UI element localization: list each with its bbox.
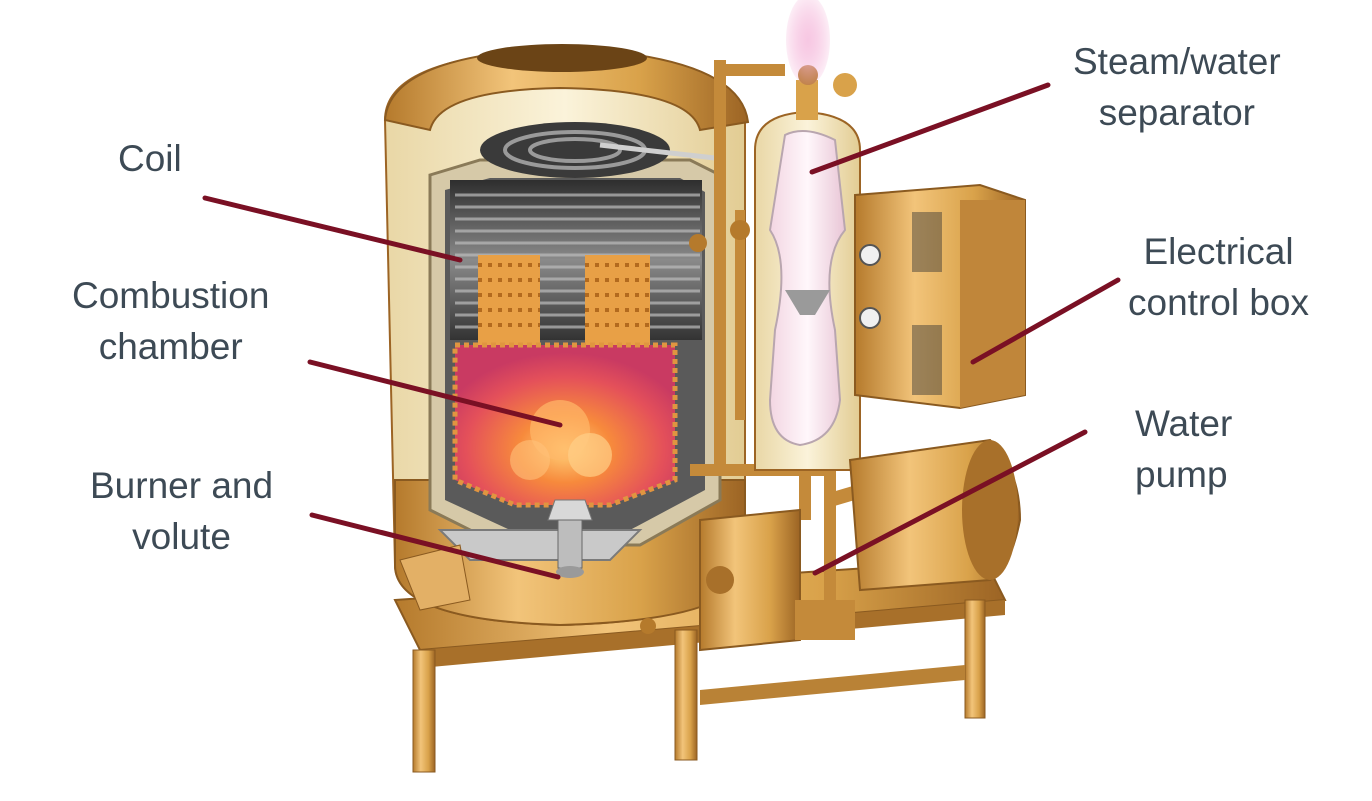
- water-pump: [699, 438, 1022, 652]
- label-control-line1: Electrical: [1143, 231, 1294, 272]
- leader-lines: [202, 82, 1121, 580]
- control-box: [854, 183, 1026, 410]
- label-control-box: Electrical control box: [1128, 226, 1309, 328]
- combustion-chamber: [452, 342, 678, 508]
- label-combustion-line2: chamber: [98, 326, 243, 367]
- label-burner-line1: Burner and: [90, 465, 274, 506]
- label-control-line2: control box: [1128, 282, 1309, 323]
- label-pump-line2: pump: [1135, 454, 1228, 495]
- label-separator-line1: Steam/water: [1073, 41, 1281, 82]
- leader-control-box: [970, 277, 1121, 365]
- label-coil-text: Coil: [118, 138, 182, 179]
- label-combustion-line1: Combustion: [72, 275, 270, 316]
- label-burner-line2: volute: [132, 516, 231, 557]
- label-burner-volute: Burner and volute: [90, 460, 273, 562]
- label-coil: Coil: [118, 133, 182, 184]
- tube-bundles: [478, 255, 650, 345]
- label-steam-separator: Steam/water separator: [1073, 36, 1281, 138]
- label-water-pump: Water pump: [1135, 398, 1232, 500]
- label-pump-line1: Water: [1135, 403, 1233, 444]
- leader-coil: [202, 195, 463, 263]
- leader-combustion: [307, 359, 563, 428]
- leader-pump: [812, 429, 1088, 576]
- leader-separator: [809, 82, 1051, 175]
- burner-volute: [399, 499, 643, 611]
- steam-separator: [754, 0, 861, 471]
- label-combustion-chamber: Combustion chamber: [72, 270, 269, 372]
- label-separator-line2: separator: [1098, 92, 1255, 133]
- leader-burner: [309, 512, 561, 580]
